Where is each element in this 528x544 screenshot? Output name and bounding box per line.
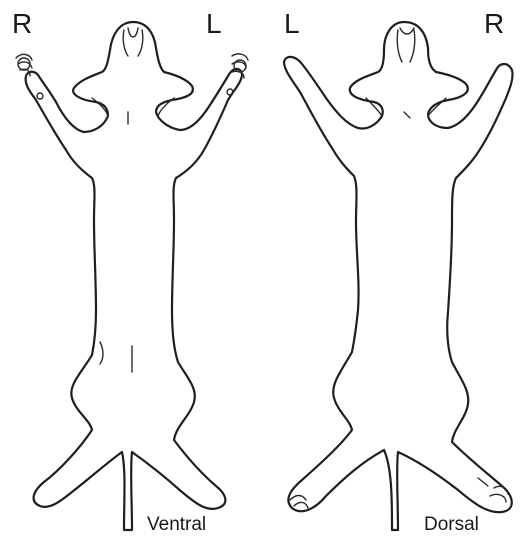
dorsal-head-mark-left [397, 30, 402, 62]
dorsal-caption: Dorsal [424, 515, 479, 534]
ventral-left-side-label: L [206, 10, 222, 38]
dorsal-neck-mark [404, 112, 410, 118]
dorsal-head-mark-right [410, 30, 415, 62]
ventral-snout-mark-center [128, 28, 138, 37]
dorsal-left-hindpaw-toes [290, 496, 308, 509]
dorsal-left-side-label: L [284, 10, 300, 38]
dorsal-figure [284, 22, 513, 530]
dorsal-right-heel-mark [478, 478, 488, 486]
ventral-figure [16, 22, 248, 530]
dorsal-body-outline [284, 22, 513, 530]
ventral-snout-mark-right [138, 30, 143, 56]
ventral-hip-mark-left [100, 342, 103, 364]
dorsal-right-hindpaw-toes [490, 486, 508, 502]
dorsal-head-mark-center [400, 28, 414, 34]
ventral-right-side-label: R [12, 10, 32, 38]
ventral-caption: Ventral [147, 515, 206, 534]
ventral-right-paw-pad [18, 58, 30, 70]
ventral-snout-mark-left [123, 30, 128, 56]
dorsal-ear-mark-left [366, 98, 382, 116]
ventral-body-outline [26, 22, 242, 530]
dorsal-right-side-label: R [484, 10, 504, 38]
ventral-right-wrist-mark [37, 93, 43, 99]
